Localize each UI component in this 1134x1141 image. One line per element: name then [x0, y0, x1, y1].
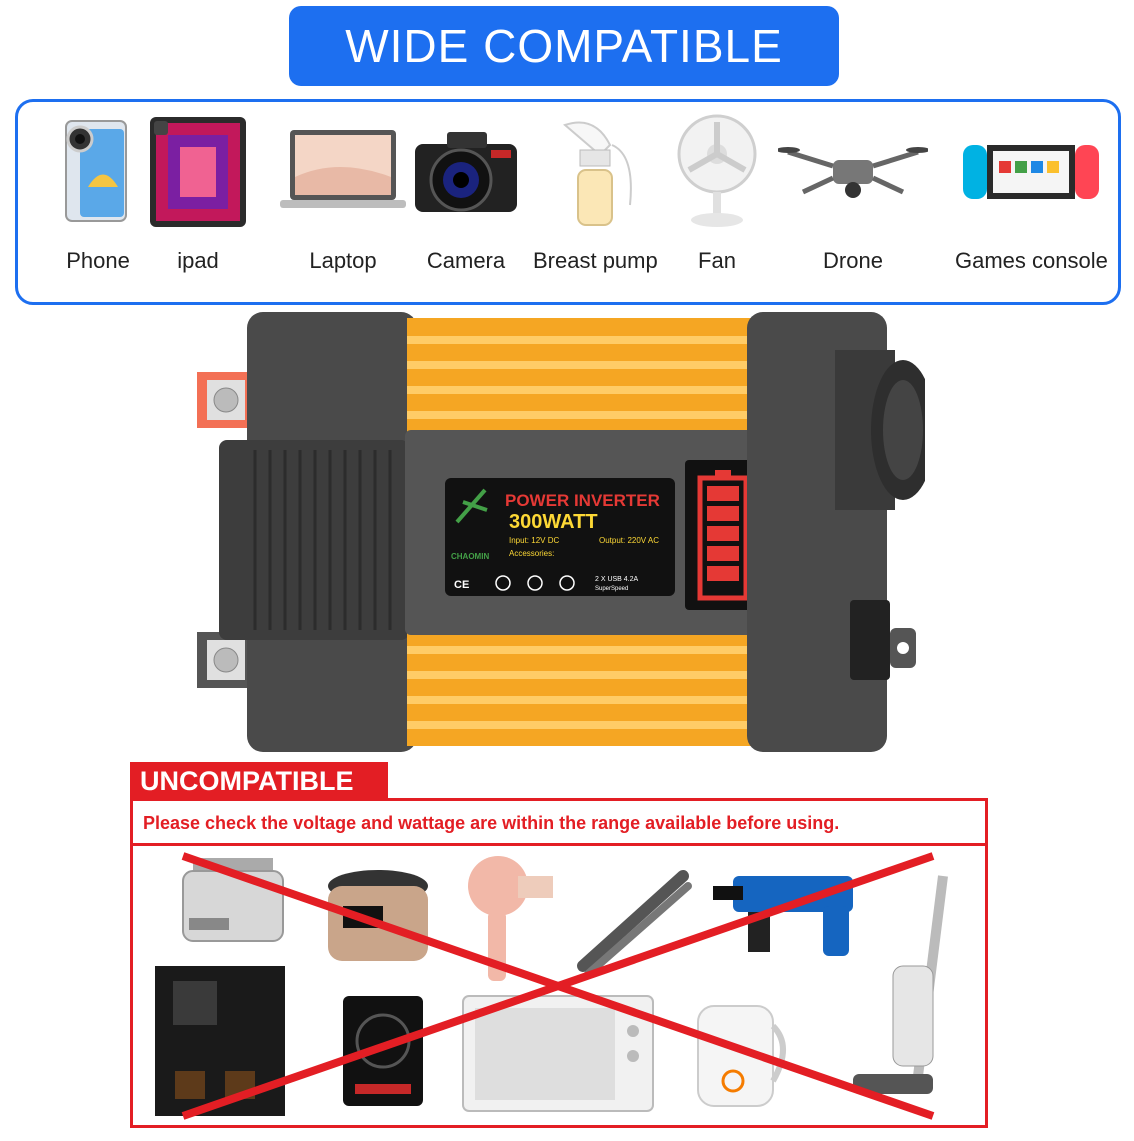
uncompatible-title: UNCOMPATIBLE [140, 765, 354, 796]
uncompatible-note: Please check the voltage and wattage are… [143, 813, 840, 833]
power-inverter-image: POWER INVERTER 300WATT Input: 12V DC Out… [195, 310, 935, 755]
drill-icon [713, 876, 853, 956]
ac-socket-icon [835, 350, 935, 510]
page-title: WIDE COMPATIBLE [345, 20, 783, 72]
device-ipad: ipad [143, 112, 253, 274]
toaster-icon [182, 858, 284, 942]
usb-sub-text: SuperSpeed [595, 586, 628, 592]
negative-terminal-icon [197, 632, 247, 688]
breast-pump-icon [540, 112, 650, 232]
usb-text: 2 X USB 4.2A [595, 576, 639, 583]
drone-icon [778, 112, 928, 232]
device-games-console: Games console [955, 112, 1108, 274]
uncompatible-appliances [133, 846, 985, 1125]
output-text: Output: 220V AC [599, 536, 659, 545]
device-label: Games console [955, 248, 1108, 273]
device-breast-pump: Breast pump [533, 112, 658, 274]
brand-text: CHAOMIN [451, 552, 489, 561]
oven-icon [462, 995, 654, 1112]
hair-straightener-icon [577, 870, 692, 978]
uncompatible-title-banner: UNCOMPATIBLE [130, 762, 388, 800]
header-banner: WIDE COMPATIBLE [289, 6, 839, 86]
phone-icon [43, 112, 153, 232]
ce-mark: CE [454, 579, 469, 591]
laptop-icon [278, 112, 408, 232]
device-drone: Drone [778, 112, 928, 274]
fan-icon [662, 112, 772, 232]
wattage-text: 300WATT [509, 511, 598, 533]
recycle-icon [495, 575, 511, 591]
device-label: Camera [426, 248, 506, 273]
tablet-icon [143, 112, 253, 232]
coffee-machine-icon [155, 966, 285, 1116]
product-name-text: POWER INVERTER [505, 491, 660, 510]
device-label: Phone [66, 248, 130, 273]
camera-icon [411, 112, 521, 232]
prohibited-cross-icon [181, 852, 935, 1120]
uncompatible-panel: Please check the voltage and wattage are… [130, 798, 988, 1128]
device-camera: Camera [411, 112, 521, 274]
device-label: Breast pump [533, 248, 658, 273]
positive-terminal-icon [197, 372, 247, 428]
device-label: Fan [698, 248, 736, 273]
device-phone: Phone [43, 112, 153, 274]
device-fan: Fan [662, 112, 772, 274]
rohs-icon [559, 575, 575, 591]
vacuum-icon [853, 875, 948, 1094]
compatible-devices-panel: Phone ipad Laptop [15, 99, 1121, 305]
divider [133, 843, 985, 846]
device-laptop: Laptop [278, 112, 408, 274]
kettle-icon [697, 1005, 786, 1107]
brand-logo-icon [455, 488, 488, 524]
eco-icon [527, 575, 543, 591]
battery-level-icon [697, 470, 749, 601]
induction-cooker-icon [343, 996, 423, 1106]
device-label: Drone [823, 248, 883, 273]
power-switch-icon [850, 600, 916, 680]
input-text: Input: 12V DC [509, 536, 559, 545]
device-label: Laptop [309, 248, 377, 273]
game-console-icon [956, 112, 1106, 232]
accessories-text: Accessories: [509, 549, 554, 558]
device-label: ipad [177, 248, 219, 273]
